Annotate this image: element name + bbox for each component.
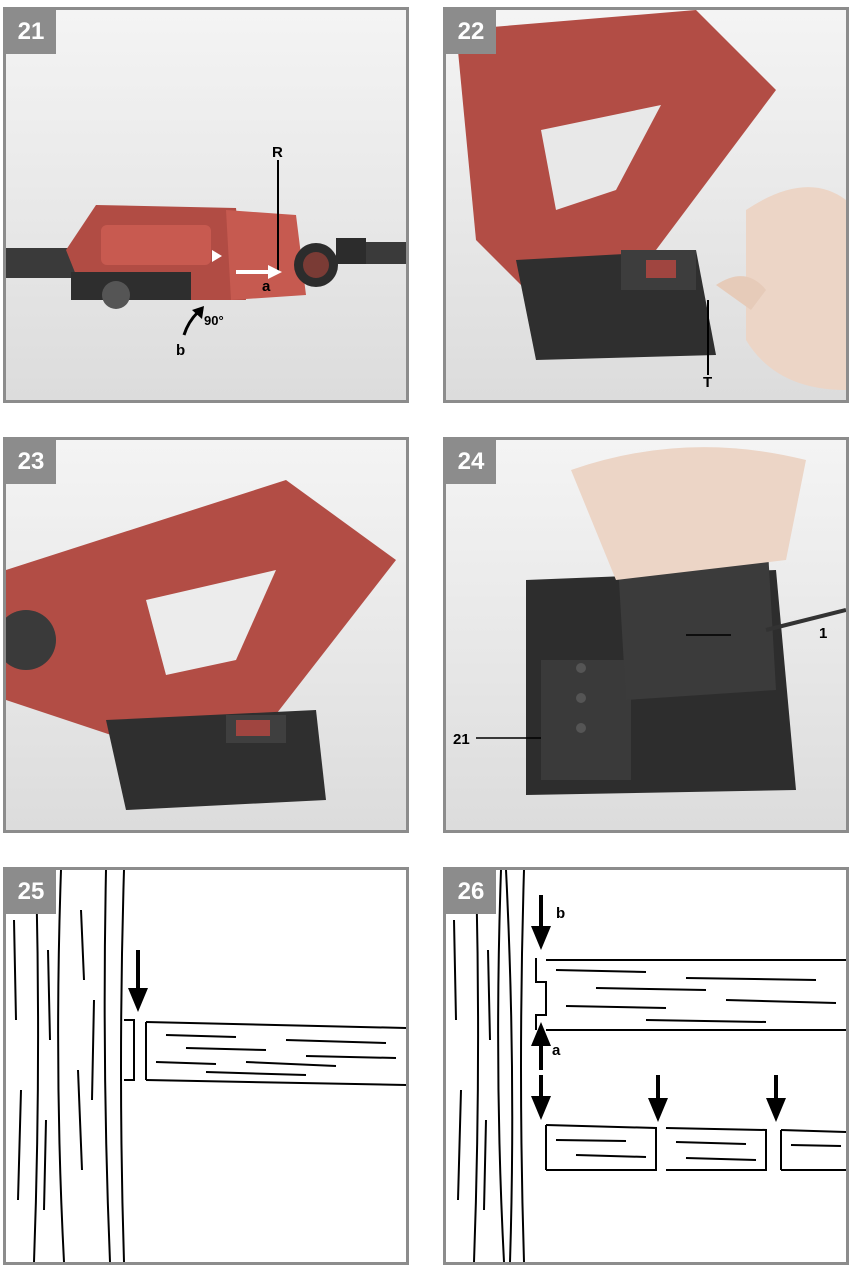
multi-cut-diagram <box>453 870 846 1262</box>
figure-23: 23 <box>3 437 409 833</box>
figure-number: 23 <box>6 440 56 484</box>
figure-21: 21 R a b 90° <box>3 7 409 403</box>
figure-number: 22 <box>446 10 496 54</box>
figure-number: 26 <box>446 870 496 914</box>
callout-t: T <box>703 374 713 391</box>
charger-illustration <box>476 447 846 795</box>
battery-insert-illustration <box>456 10 846 390</box>
callout-a: a <box>552 1042 561 1059</box>
callout-r: R <box>272 144 283 161</box>
figure-25: 25 <box>3 867 409 1265</box>
pole-saw-head-illustration <box>6 160 406 336</box>
figure-number: 21 <box>6 10 56 54</box>
branch-cut-diagram <box>13 870 406 1262</box>
battery-inserted-illustration <box>6 480 396 810</box>
callout-b: b <box>556 905 566 922</box>
callout-1: 1 <box>819 625 828 642</box>
callout-b: b <box>176 342 186 359</box>
callout-21: 21 <box>453 731 470 748</box>
figure-24: 24 1 21 <box>443 437 849 833</box>
figure-26: 26 b a <box>443 867 849 1265</box>
callout-angle: 90° <box>204 313 224 328</box>
callout-a: a <box>262 278 271 295</box>
figure-22: 22 T <box>443 7 849 403</box>
figure-number: 25 <box>6 870 56 914</box>
figure-number: 24 <box>446 440 496 484</box>
